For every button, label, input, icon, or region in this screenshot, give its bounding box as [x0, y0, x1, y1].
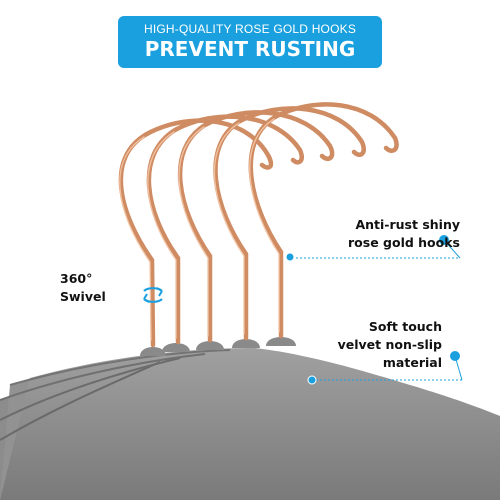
velvet-hangers — [0, 348, 500, 500]
callout-leaders — [285, 235, 463, 385]
hook-necks — [140, 337, 296, 356]
banner-title: PREVENT RUSTING — [144, 37, 356, 61]
dot-icon — [307, 375, 317, 385]
dot-icon — [285, 252, 295, 262]
banner-subtitle: HIGH-QUALITY ROSE GOLD HOOKS — [143, 22, 357, 36]
callout-line: Anti-rust shiny — [355, 217, 460, 232]
rose-gold-hooks — [118, 102, 399, 348]
callout-swivel: 360° Swivel — [60, 270, 130, 306]
callout-line: 360° — [60, 271, 93, 286]
callout-line: Soft touch — [368, 319, 442, 334]
rotate-arrows-icon — [143, 287, 163, 303]
callout-line: material — [382, 355, 442, 370]
callout-line: Swivel — [60, 289, 106, 304]
headline-banner: HIGH-QUALITY ROSE GOLD HOOKS PREVENT RUS… — [118, 16, 382, 68]
callout-velvet: Soft touch velvet non-slip material — [300, 318, 442, 372]
callout-anti-rust: Anti-rust shiny rose gold hooks — [298, 216, 460, 252]
callout-line: velvet non-slip — [337, 337, 442, 352]
callout-line: rose gold hooks — [348, 235, 460, 250]
